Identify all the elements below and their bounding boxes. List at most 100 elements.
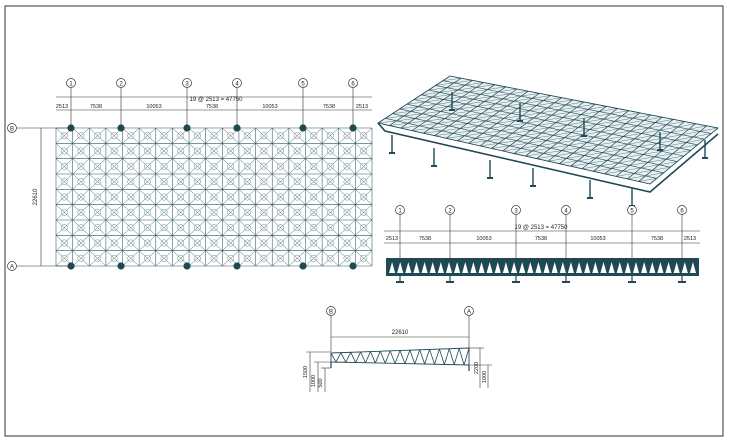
plan-seg-6: 7538 — [323, 104, 335, 110]
iso-diagonal — [634, 170, 653, 174]
iso-diagonal — [557, 139, 576, 144]
plan-diagonal — [321, 235, 339, 251]
iso-diagonal — [468, 140, 488, 144]
plan-ring — [60, 208, 68, 216]
plan-diagonal — [288, 173, 306, 190]
plan-ring — [177, 132, 185, 140]
iso-diagonal — [443, 96, 463, 100]
plan-diagonal — [355, 127, 373, 144]
support-node — [349, 262, 357, 270]
elev-web-opening — [454, 262, 461, 273]
plan-ring — [343, 224, 351, 232]
iso-diagonal — [699, 127, 719, 132]
iso-diagonal — [453, 80, 473, 84]
plan-ring — [110, 178, 118, 186]
iso-diagonal — [377, 120, 397, 124]
plan-ring — [277, 254, 284, 262]
plan-diagonal — [338, 250, 356, 267]
plan-ring — [210, 224, 218, 232]
plan-axis-bubble — [182, 78, 192, 88]
plan-ring — [227, 254, 235, 262]
plan-ring — [177, 162, 185, 170]
iso-diagonal — [509, 143, 529, 147]
plan-diagonal — [238, 204, 256, 221]
plan-ring — [193, 239, 201, 247]
plan-ring — [110, 224, 118, 232]
elev-web-opening — [535, 262, 542, 273]
plan-diagonal — [288, 158, 306, 175]
iso-diagonal — [575, 136, 595, 141]
iso-diagonal — [643, 151, 662, 155]
plan-ring — [360, 193, 368, 201]
iso-diagonal — [439, 89, 459, 93]
iso-diagonal — [637, 122, 656, 126]
elev-web-opening — [681, 262, 688, 273]
plan-diagonal — [272, 158, 289, 175]
plan-diagonal — [72, 189, 90, 205]
plan-ring — [210, 178, 218, 186]
plan-ring — [360, 239, 368, 247]
plan-segment-labels: 2513 7538 10053 7538 10053 7538 2513 — [56, 104, 368, 110]
plan-diagonal — [89, 127, 107, 144]
plan-diagonal — [122, 127, 140, 144]
iso-diagonal — [435, 82, 455, 86]
plan-ring — [127, 239, 135, 247]
elev-web-opening — [478, 262, 485, 273]
elev-axis-bubble — [627, 205, 637, 215]
plan-diagonal — [122, 219, 140, 236]
iso-diagonal — [550, 145, 569, 149]
plan-ring — [160, 224, 168, 232]
plan-diagonal — [89, 204, 107, 221]
iso-diagonal — [458, 106, 478, 110]
plan-ring — [144, 208, 151, 216]
plan-axis-bubble — [66, 78, 76, 88]
plan-diagonal — [305, 235, 323, 251]
plan-diagonal — [188, 158, 206, 175]
space-frame-plan-grid — [55, 127, 373, 267]
plan-ring — [144, 178, 151, 186]
iso-diagonal — [432, 94, 451, 98]
plan-diagonal — [155, 189, 173, 205]
iso-column-base — [530, 185, 536, 187]
plan-diagonal — [272, 235, 289, 251]
section-web-member — [404, 350, 411, 364]
iso-diagonal — [498, 88, 518, 92]
iso-diagonal — [543, 97, 562, 101]
elev-axis-4: 4 — [564, 209, 568, 215]
iso-diagonal — [478, 123, 497, 127]
plan-seg-2: 7538 — [90, 104, 102, 110]
iso-diagonal — [573, 150, 592, 154]
plan-ring — [160, 208, 168, 216]
plan-ring — [60, 147, 68, 155]
iso-diagonal — [491, 145, 510, 149]
elev-web-opening — [527, 262, 534, 273]
plan-ring — [160, 147, 168, 155]
plan-ring — [293, 254, 301, 262]
plan-diagonal — [305, 189, 323, 205]
iso-diagonal — [613, 151, 633, 156]
plan-ring — [277, 239, 284, 247]
elev-web-opening — [421, 262, 428, 273]
iso-diagonal — [672, 150, 691, 154]
iso-diagonal — [544, 117, 564, 121]
plan-ring — [94, 147, 101, 155]
section-right-dim-1: 2200 — [474, 362, 480, 374]
elev-web-opening — [673, 262, 680, 273]
plan-ring — [227, 132, 235, 140]
plan-diagonal — [122, 189, 140, 205]
plan-axis-bubble — [298, 78, 308, 88]
iso-space-frame-grid — [377, 75, 719, 193]
plan-row-bubbles: B A — [7, 123, 72, 271]
plan-ring — [110, 162, 118, 170]
plan-diagonal — [89, 219, 107, 236]
iso-diagonal — [537, 122, 557, 126]
iso-diagonal — [479, 143, 499, 147]
plan-ring — [360, 132, 368, 140]
plan-diagonal — [155, 204, 173, 221]
iso-diagonal — [619, 125, 638, 130]
plan-ring — [94, 162, 101, 170]
section-web-member — [394, 350, 401, 364]
iso-diagonal — [453, 130, 472, 134]
iso-diagonal — [641, 130, 660, 134]
plan-diagonal — [89, 189, 107, 205]
